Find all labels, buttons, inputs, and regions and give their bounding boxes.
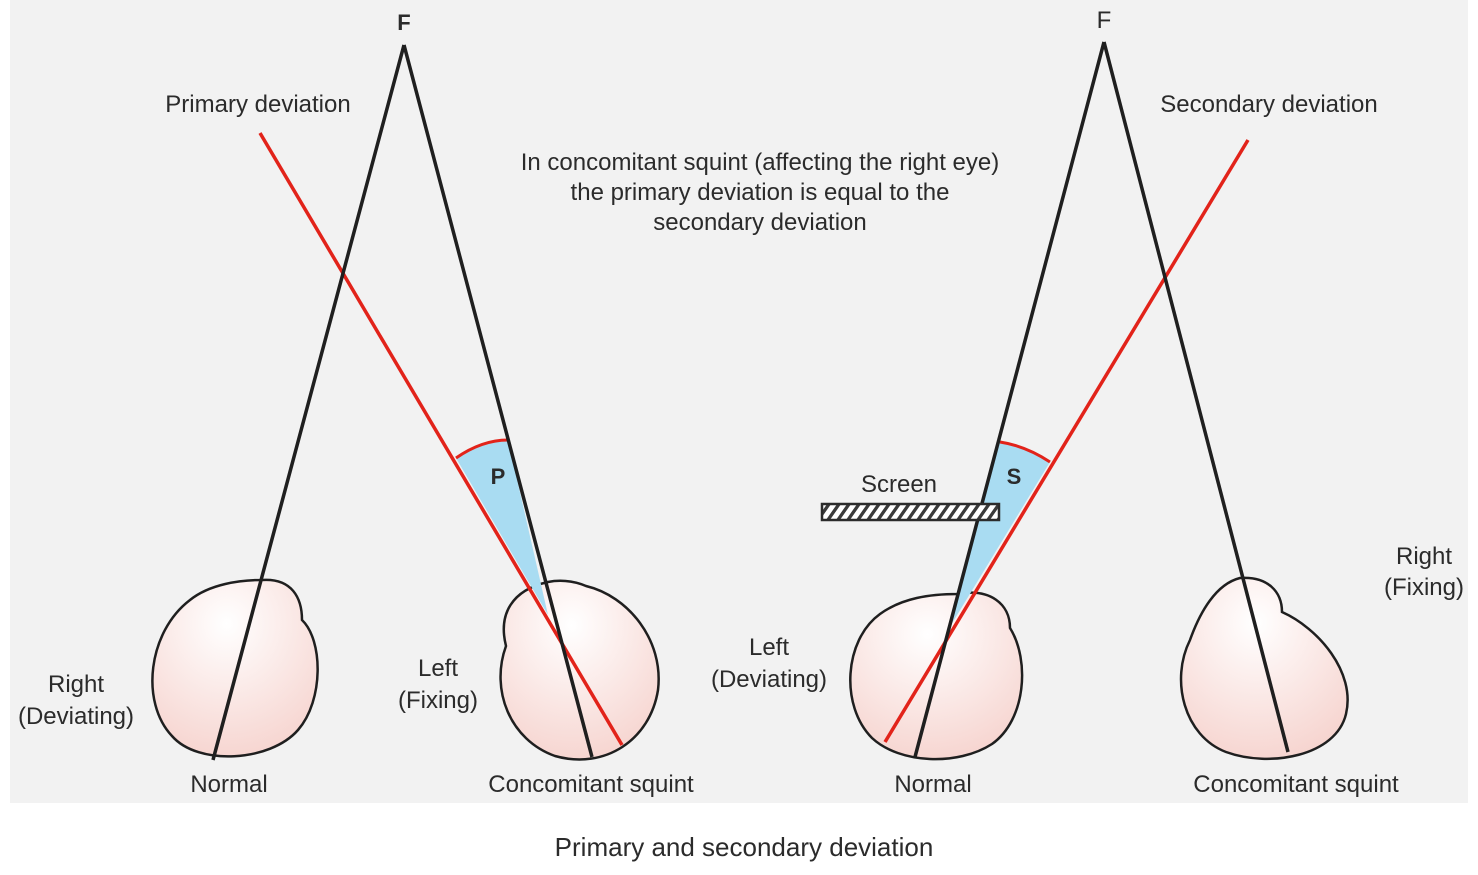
primary-angle-label: P <box>491 464 506 489</box>
left-panel-left-eye-axis <box>402 44 594 758</box>
left-panel-left-eye-label-line1: Left <box>418 655 458 682</box>
left-panel-left-eye-label-line2: (Fixing) <box>398 687 478 714</box>
note-line-2: the primary deviation is equal to the <box>571 179 950 206</box>
screen-label: Screen <box>861 471 937 498</box>
explanatory-note: In concomitant squint (affecting the rig… <box>521 149 1000 236</box>
right-fixation-label: F <box>1097 7 1112 34</box>
right-panel: F Secondary deviation S Screen Left (Dev… <box>711 7 1464 798</box>
left-panel-right-eye-label-line1: Right <box>48 671 104 698</box>
left-fixation-label: F <box>397 10 410 35</box>
left-panel-right-eye <box>151 578 319 758</box>
left-panel: F Primary deviation P Right (Deviating) … <box>18 10 694 798</box>
right-panel-normal-caption: Normal <box>894 771 971 798</box>
right-panel-left-eye-axis <box>913 41 1106 758</box>
secondary-angle-wedge <box>948 442 1050 630</box>
right-panel-right-eye-label-line1: Right <box>1396 543 1452 570</box>
note-line-1: In concomitant squint (affecting the rig… <box>521 149 1000 176</box>
secondary-angle-label: S <box>1007 464 1022 489</box>
primary-angle-arc <box>455 438 509 460</box>
primary-angle-wedge <box>456 440 548 615</box>
right-panel-right-eye-axis <box>1102 41 1290 753</box>
left-panel-right-eye-axis <box>211 44 406 761</box>
figure-caption: Primary and secondary deviation <box>555 832 934 862</box>
right-panel-squint-caption: Concomitant squint <box>1193 771 1399 798</box>
secondary-angle-arc <box>999 440 1051 464</box>
secondary-deviation-label: Secondary deviation <box>1160 91 1377 118</box>
right-panel-left-eye-label-line2: (Deviating) <box>711 666 827 693</box>
right-panel-right-eye-label-line2: (Fixing) <box>1384 574 1464 601</box>
occluder-screen <box>820 502 1001 522</box>
left-panel-normal-caption: Normal <box>190 771 267 798</box>
right-panel-left-eye-label-line1: Left <box>749 634 789 661</box>
right-panel-right-eye <box>1179 576 1349 761</box>
left-panel-right-eye-label-line2: (Deviating) <box>18 703 134 730</box>
note-line-3: secondary deviation <box>653 209 866 236</box>
primary-deviation-label: Primary deviation <box>165 91 350 118</box>
left-panel-squint-caption: Concomitant squint <box>488 771 694 798</box>
